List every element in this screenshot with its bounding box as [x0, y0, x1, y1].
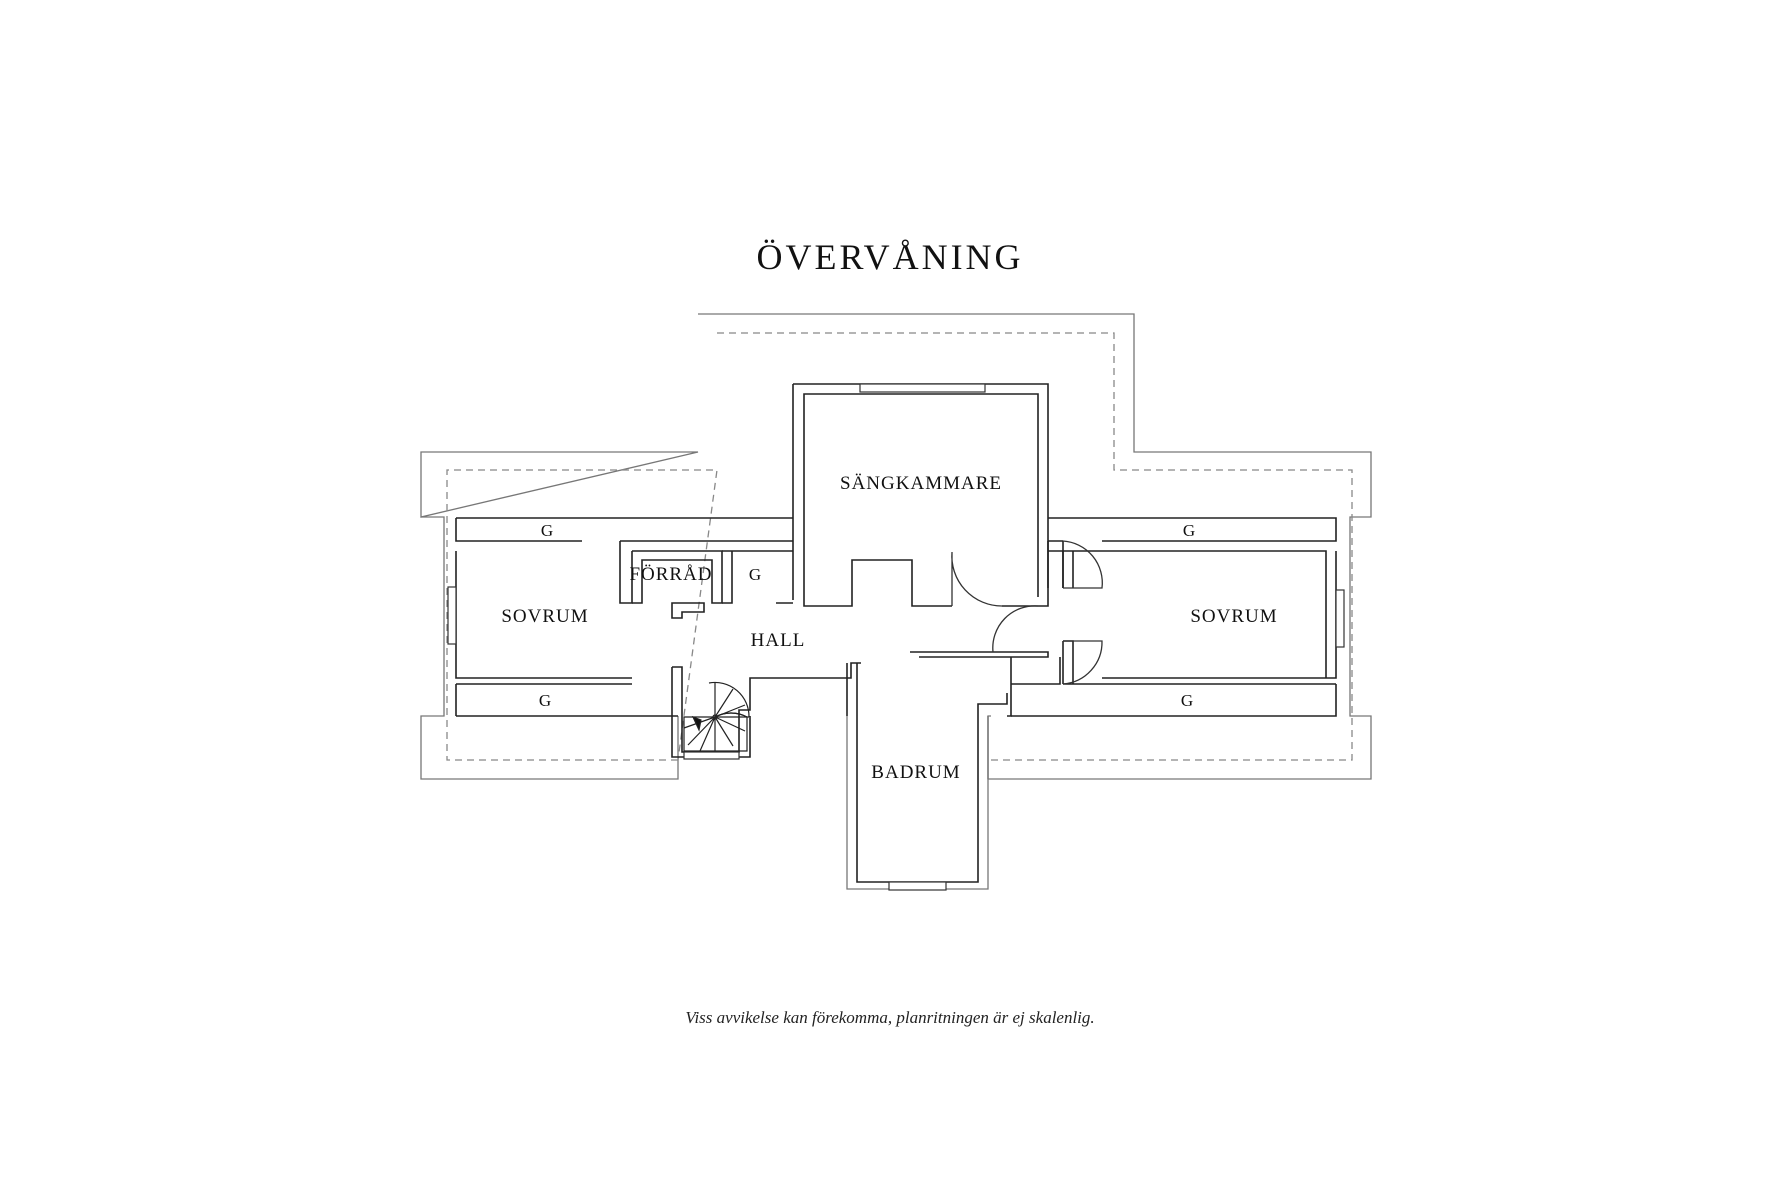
spiral-stair — [683, 681, 750, 752]
left-wing-upper-knee-wall — [455, 517, 793, 716]
left-wing-inner-wall — [619, 540, 793, 604]
right-wing-walls — [1011, 517, 1337, 717]
room-label-sovrum-left: SOVRUM — [501, 606, 588, 627]
left-wing-lower-knee-wall — [456, 683, 678, 717]
room-label-hall: HALL — [751, 630, 806, 651]
window-sovrum-left — [447, 586, 457, 645]
room-label-sovrum-right: SOVRUM — [1190, 606, 1277, 627]
g-label-hall: G — [749, 565, 761, 584]
forrad-walls — [632, 550, 723, 619]
door-hall-right — [992, 605, 1039, 653]
g-label-top-left: G — [541, 521, 553, 540]
right-wing-inner-wall — [1048, 550, 1327, 684]
sangkammare-walls — [793, 383, 1049, 607]
window-stair — [683, 751, 740, 760]
door-sangkammare — [951, 551, 1003, 607]
window-sangkammare — [859, 383, 986, 393]
badrum-outer-wall — [846, 716, 989, 890]
room-label-badrum: BADRUM — [871, 762, 960, 783]
hall-closet-walls — [722, 550, 793, 604]
g-label-top-right: G — [1183, 521, 1195, 540]
door-sovrum-right-lower — [1062, 640, 1103, 685]
door-sovrum-right-upper — [1062, 540, 1103, 589]
hall-lower-walls — [910, 651, 1064, 717]
page-title: ÖVERVÅNING — [756, 237, 1024, 277]
room-label-forrad: FÖRRÅD — [629, 564, 712, 585]
stair-walls — [671, 662, 861, 758]
window-sovrum-right — [1335, 589, 1345, 648]
g-label-bottom-left: G — [539, 691, 551, 710]
g-label-bottom-right: G — [1181, 691, 1193, 710]
badrum-walls — [856, 663, 1008, 883]
eaves-dashed-line — [446, 332, 1353, 761]
room-label-sangkammare: SÄNGKAMMARE — [840, 473, 1002, 494]
disclaimer-note: Viss avvikelse kan förekomma, planritnin… — [685, 1008, 1095, 1027]
roof-outline-left — [420, 516, 679, 780]
window-badrum — [888, 881, 947, 891]
